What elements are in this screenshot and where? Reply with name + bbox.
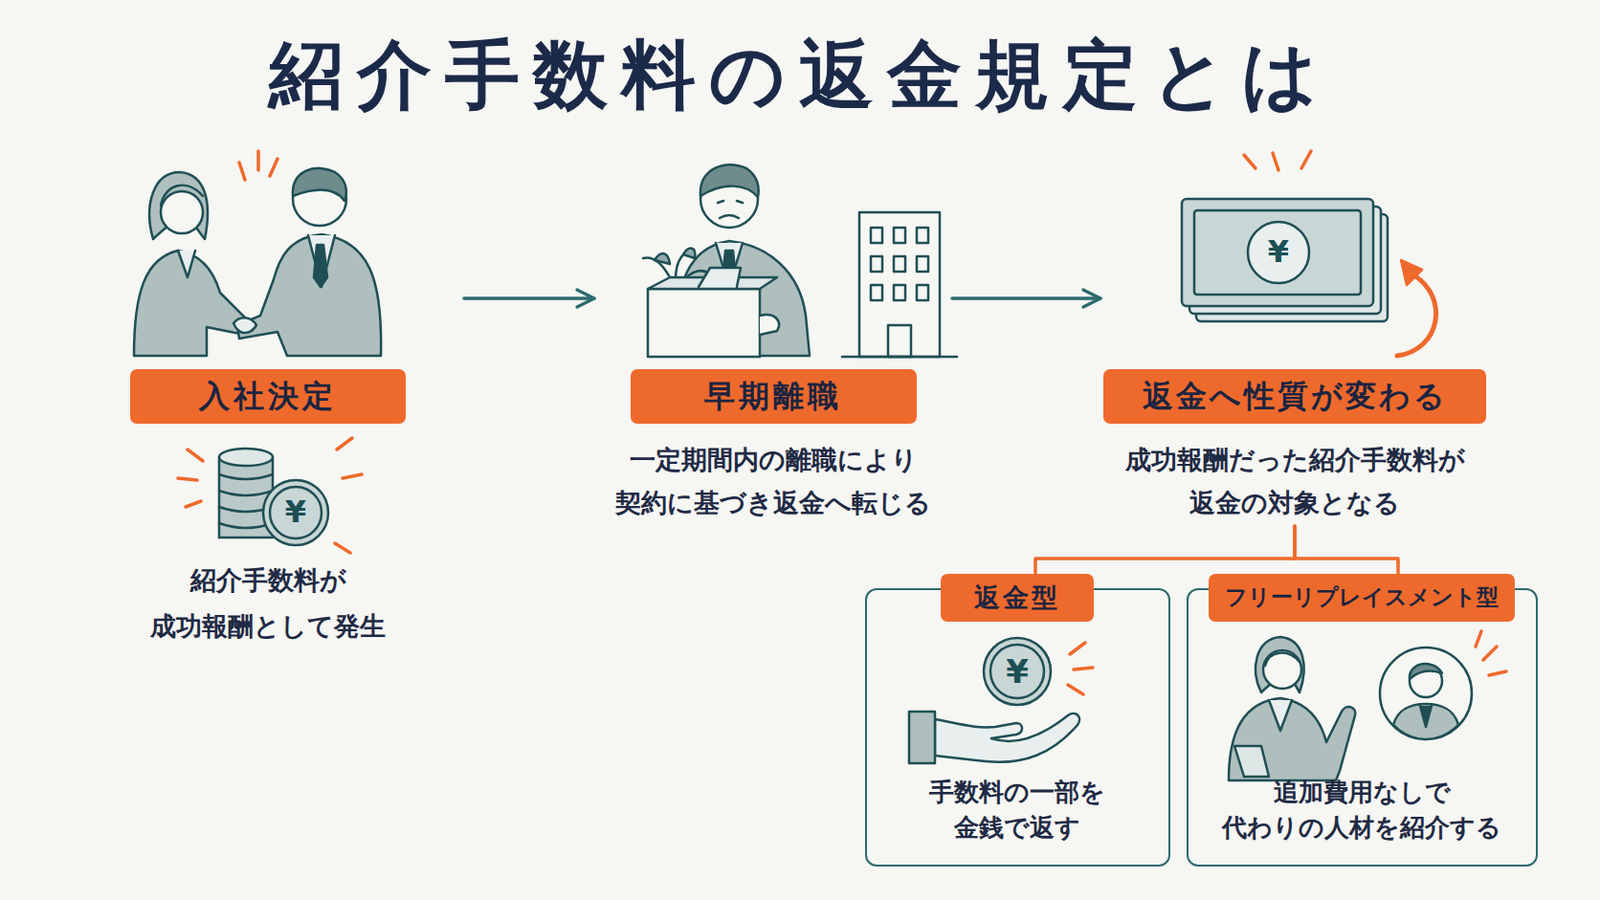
resignation-illustration bbox=[643, 164, 957, 357]
resignation-illustration bbox=[870, 227, 929, 357]
coin-stack-icon bbox=[177, 438, 362, 554]
handshake-illustration bbox=[237, 234, 381, 356]
handshake-illustration bbox=[313, 244, 328, 288]
refund-hand-icon bbox=[1067, 643, 1093, 695]
step-node: 早期離職一定期間内の離職により 契約に基づき返金へ転じる bbox=[594, 157, 953, 522]
resignation-illustration bbox=[698, 267, 741, 288]
handshake-illustration bbox=[177, 250, 196, 278]
replacement-illustration bbox=[1379, 647, 1472, 740]
resignation-illustration bbox=[859, 212, 940, 357]
replacement-illustration bbox=[1255, 637, 1305, 693]
replacement-illustration bbox=[1268, 700, 1292, 732]
banknote-icon bbox=[1247, 222, 1310, 284]
resignation-illustration bbox=[893, 285, 906, 301]
step-heading: 入社決定 bbox=[130, 369, 406, 424]
step-description: 一定期間内の離職により 契約に基づき返金へ転じる bbox=[600, 438, 946, 525]
banknote-icon bbox=[1400, 260, 1423, 286]
handshake-illustration bbox=[133, 250, 247, 356]
handshake-illustration bbox=[239, 151, 278, 180]
step-node: 返金へ性質が変わる成功報酬だった紹介手数料が 返金の対象となる bbox=[1100, 157, 1489, 527]
coin-stack-icon bbox=[219, 448, 273, 467]
resignation-illustration bbox=[916, 256, 929, 272]
type-heading: 返金型 bbox=[940, 574, 1094, 623]
resignation-illustration bbox=[700, 164, 759, 198]
refund-hand-icon bbox=[909, 638, 1093, 764]
resignation-illustration bbox=[870, 227, 883, 244]
refund-hand-icon bbox=[934, 713, 1080, 763]
replacement-illustration bbox=[1409, 664, 1443, 680]
handshake-illustration bbox=[133, 151, 381, 356]
flow-arrow bbox=[464, 296, 595, 301]
handshake-illustration bbox=[149, 172, 208, 240]
resignation-illustration bbox=[916, 285, 929, 301]
diagram-title: 紹介手数料の返金規定とは bbox=[0, 28, 1600, 121]
handshake-illustration bbox=[292, 168, 347, 201]
coin-stack-icon bbox=[177, 438, 362, 554]
handshake-illustration bbox=[308, 235, 335, 288]
resignation-illustration bbox=[893, 256, 906, 272]
resignation-illustration bbox=[888, 325, 912, 357]
banknote-icon bbox=[1181, 199, 1374, 307]
replacement-illustration bbox=[1263, 650, 1302, 689]
resignation-illustration bbox=[893, 227, 906, 244]
handshake-illustration bbox=[233, 317, 257, 334]
refund-hand-icon bbox=[983, 638, 1051, 706]
resignation-illustration bbox=[870, 285, 883, 301]
step-description: 紹介手数料が 成功報酬として発生 bbox=[124, 557, 412, 650]
type-heading: フリーリプレイスメント型 bbox=[1208, 574, 1515, 623]
resignation-illustration bbox=[759, 314, 779, 335]
yen-symbol: ¥ bbox=[988, 651, 1046, 692]
type-description: 手数料の一部を 金銭で返す bbox=[892, 775, 1142, 846]
refund-hand-icon bbox=[909, 711, 935, 764]
replacement-illustration bbox=[1420, 706, 1432, 728]
replacement-illustration bbox=[1234, 746, 1269, 778]
resignation-illustration bbox=[647, 288, 760, 357]
banknote-icon bbox=[1181, 151, 1437, 356]
replacement-illustration bbox=[1393, 704, 1459, 740]
resignation-illustration bbox=[870, 256, 883, 272]
replacement-illustration bbox=[1265, 653, 1300, 667]
step-heading: 返金へ性質が変わる bbox=[1103, 369, 1487, 424]
resignation-illustration bbox=[654, 248, 695, 265]
banknote-icon bbox=[1194, 210, 1361, 295]
replacement-illustration bbox=[1228, 698, 1356, 781]
replacement-illustration bbox=[1228, 631, 1507, 781]
yen-symbol: ¥ bbox=[266, 493, 325, 533]
type-box: フリーリプレイスメント型追加費用なしで 代わりの人材を紹介する bbox=[1186, 588, 1538, 867]
replacement-illustration bbox=[1475, 631, 1507, 676]
resignation-illustration bbox=[717, 200, 743, 219]
step-description: 成功報酬だった紹介手数料が 返金の対象となる bbox=[1112, 438, 1477, 525]
yen-symbol: ¥ bbox=[1249, 233, 1308, 272]
handshake-illustration bbox=[160, 185, 203, 206]
banknote-icon bbox=[1244, 151, 1312, 171]
resignation-illustration bbox=[842, 355, 957, 359]
type-box: 返金型手数料の一部を 金銭で返す bbox=[865, 588, 1171, 867]
resignation-illustration bbox=[916, 227, 929, 244]
banknote-icon bbox=[1397, 275, 1437, 356]
type-description: 追加費用なしで 代わりの人材を紹介する bbox=[1203, 775, 1520, 846]
step-node: 入社決定紹介手数料が 成功報酬として発生 bbox=[71, 157, 465, 632]
flow-arrow bbox=[952, 296, 1101, 301]
step-heading: 早期離職 bbox=[630, 369, 917, 424]
coin-stack-icon bbox=[263, 480, 329, 546]
handshake-illustration bbox=[160, 191, 203, 234]
